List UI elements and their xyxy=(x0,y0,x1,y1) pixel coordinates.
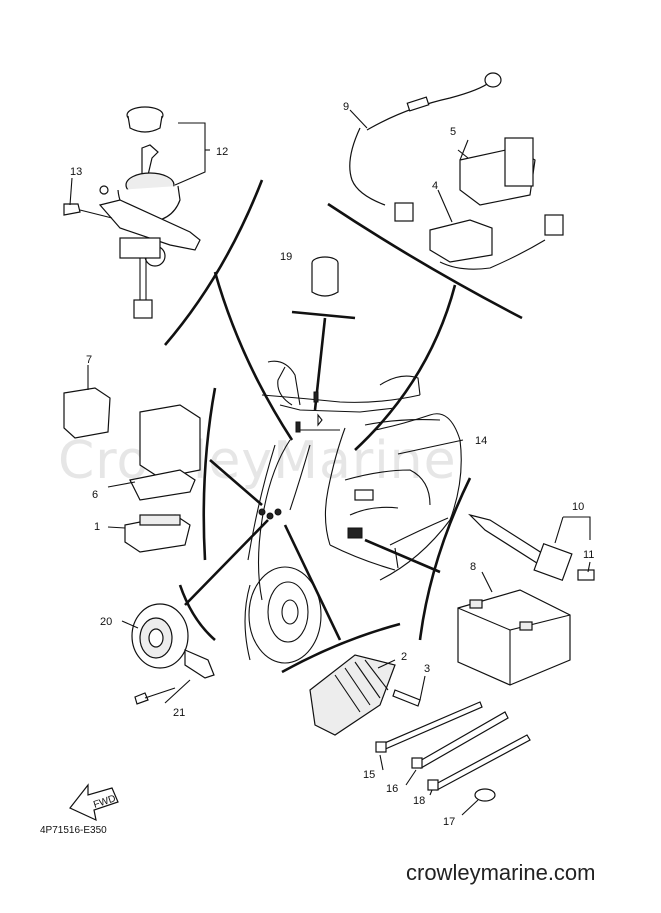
drawing-code: 4P71516-E350 xyxy=(40,825,107,836)
leader-14 xyxy=(397,439,464,455)
main-switch-assembly xyxy=(63,106,210,319)
fwd-arrow-icon: FWD xyxy=(69,783,119,822)
rectifier-regulator xyxy=(309,654,426,736)
callout-6: 6 xyxy=(92,489,98,501)
cable-assembly xyxy=(349,72,502,222)
callout-17: 17 xyxy=(443,816,455,828)
battery xyxy=(457,571,571,686)
relay-group xyxy=(63,365,201,553)
horn-assembly xyxy=(121,603,215,705)
callout-4: 4 xyxy=(432,180,438,192)
callout-5: 5 xyxy=(450,126,456,138)
callout-19: 19 xyxy=(280,251,292,263)
callout-14: 14 xyxy=(475,435,487,447)
callout-21: 21 xyxy=(173,707,185,719)
scooter-outline xyxy=(244,360,462,664)
relay-coil-assembly xyxy=(429,137,564,270)
watermark: CrowleyMarine xyxy=(58,431,457,491)
group-dividers xyxy=(164,179,523,674)
fuse-holder xyxy=(468,513,595,582)
callout-13: 13 xyxy=(70,166,82,178)
callout-18: 18 xyxy=(413,795,425,807)
callout-10: 10 xyxy=(572,501,584,513)
callout-12: 12 xyxy=(216,146,228,158)
callout-3: 3 xyxy=(424,663,430,675)
callout-15: 15 xyxy=(363,769,375,781)
callout-20: 20 xyxy=(100,616,112,628)
callout-7: 7 xyxy=(86,354,92,366)
callout-11: 11 xyxy=(583,549,594,561)
leader-lines xyxy=(184,271,457,641)
callout-16: 16 xyxy=(386,783,398,795)
cable-ties xyxy=(375,701,531,816)
callout-2: 2 xyxy=(401,651,407,663)
footer-url: crowleymarine.com xyxy=(406,860,596,885)
callout-9: 9 xyxy=(343,101,349,113)
callout-1: 1 xyxy=(94,521,100,533)
callout-8: 8 xyxy=(470,561,476,573)
callouts: 12 13 9 5 4 19 7 14 6 10 1 11 8 20 2 3 2… xyxy=(70,101,594,828)
part-19-cap xyxy=(311,256,339,297)
